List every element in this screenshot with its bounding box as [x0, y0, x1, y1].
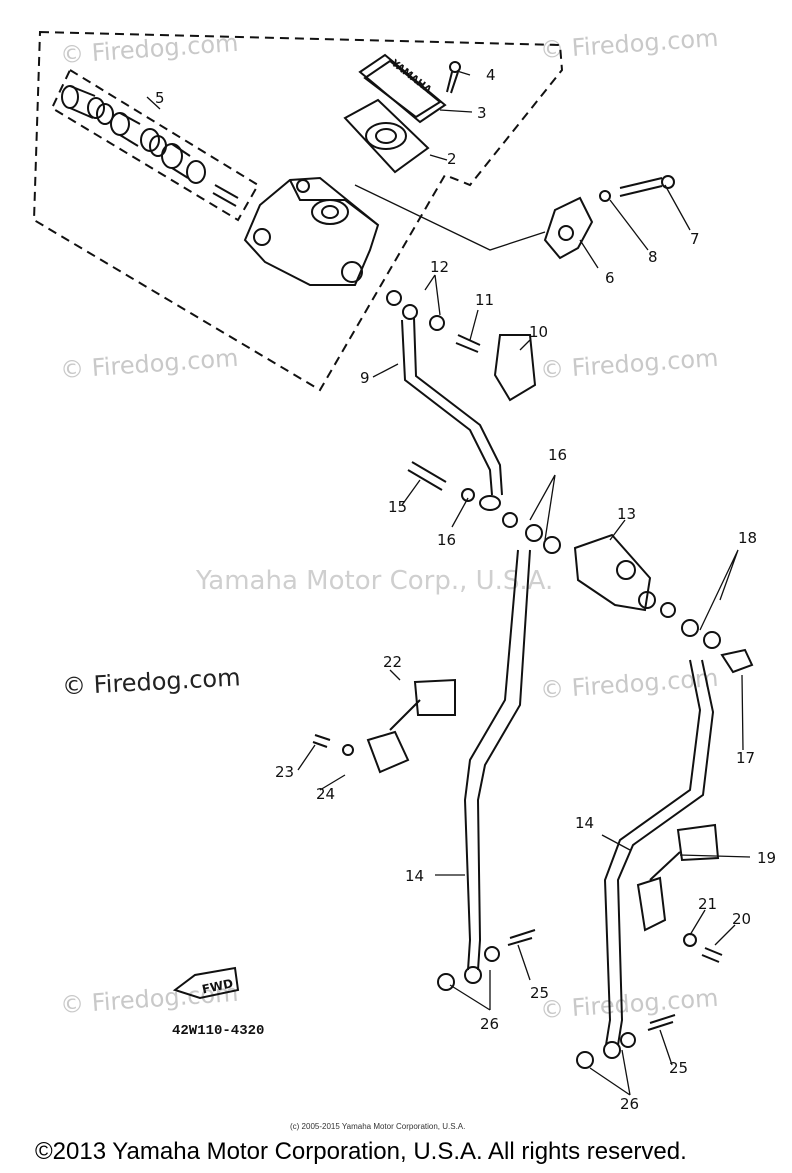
master-cylinder-body-icon [243, 176, 380, 286]
bolt-icon [407, 461, 447, 491]
callout-15: 15 [388, 498, 408, 516]
callout-16: 16 [437, 531, 457, 549]
callout-2: 2 [447, 150, 457, 168]
callout-11: 11 [475, 291, 495, 309]
callout-25: 25 [530, 984, 550, 1002]
bolt-icon [701, 947, 723, 963]
footer-copyright: ©2013 Yamaha Motor Corporation, U.S.A. A… [35, 1138, 687, 1165]
callout-23: 23 [275, 763, 295, 781]
callout-20: 20 [732, 910, 752, 928]
rubber-boot-icon [493, 334, 537, 402]
left-lower-brake-hose-icon [463, 549, 531, 984]
hose-clamp-icon [636, 823, 720, 932]
bolt-icon [507, 929, 536, 946]
screw-icon [446, 61, 461, 94]
part-code: 42W110-4320 [172, 1023, 265, 1039]
cap-text: YAMAHA [388, 57, 433, 96]
callout-9: 9 [360, 369, 370, 387]
callout-26: 26 [480, 1015, 500, 1033]
callout-13: 13 [617, 505, 637, 523]
callout-25: 25 [669, 1059, 689, 1077]
callout-26: 26 [620, 1095, 640, 1113]
three-way-joint-icon [573, 533, 656, 612]
callout-12: 12 [430, 258, 450, 276]
master-cylinder-dashed-outline [32, 30, 564, 392]
leader-lines [146, 70, 751, 1096]
bolt-icon [312, 734, 331, 748]
callout-14: 14 [575, 814, 595, 832]
bolt-icon [647, 1014, 676, 1031]
callout-6: 6 [605, 269, 615, 287]
lever-holder-icon [543, 196, 594, 260]
yamaha-watermark: Yamaha Motor Corp., U.S.A. [196, 566, 554, 596]
union-bolt-icon [455, 334, 481, 353]
callout-24: 24 [316, 785, 336, 803]
callout-8: 8 [648, 248, 658, 266]
callout-22: 22 [383, 653, 403, 671]
bolt-icon [619, 177, 663, 197]
fwd-label: FWD [201, 976, 235, 996]
callout-16: 16 [548, 446, 568, 464]
small-copyright: (c) 2005-2015 Yamaha Motor Corporation, … [290, 1122, 466, 1131]
washer-icon [599, 190, 611, 202]
callout-7: 7 [690, 230, 700, 248]
callout-21: 21 [698, 895, 718, 913]
callout-3: 3 [477, 104, 487, 122]
callout-10: 10 [529, 323, 549, 341]
callout-18: 18 [738, 529, 758, 547]
callout-4: 4 [486, 66, 496, 84]
upper-brake-hose-icon [386, 290, 503, 511]
callout-5: 5 [155, 89, 165, 107]
hose-clamp-icon [366, 678, 456, 774]
diaphragm-icon [343, 98, 430, 174]
piston-kit-icon [61, 85, 239, 207]
reservoir-cap-icon [358, 53, 447, 124]
fwd-arrow-icon [172, 966, 240, 1000]
callout-14: 14 [405, 867, 425, 885]
callout-19: 19 [757, 849, 777, 867]
right-lower-brake-hose-icon [603, 659, 715, 1059]
callout-17: 17 [736, 749, 756, 767]
union-bolt-icon [720, 648, 754, 674]
